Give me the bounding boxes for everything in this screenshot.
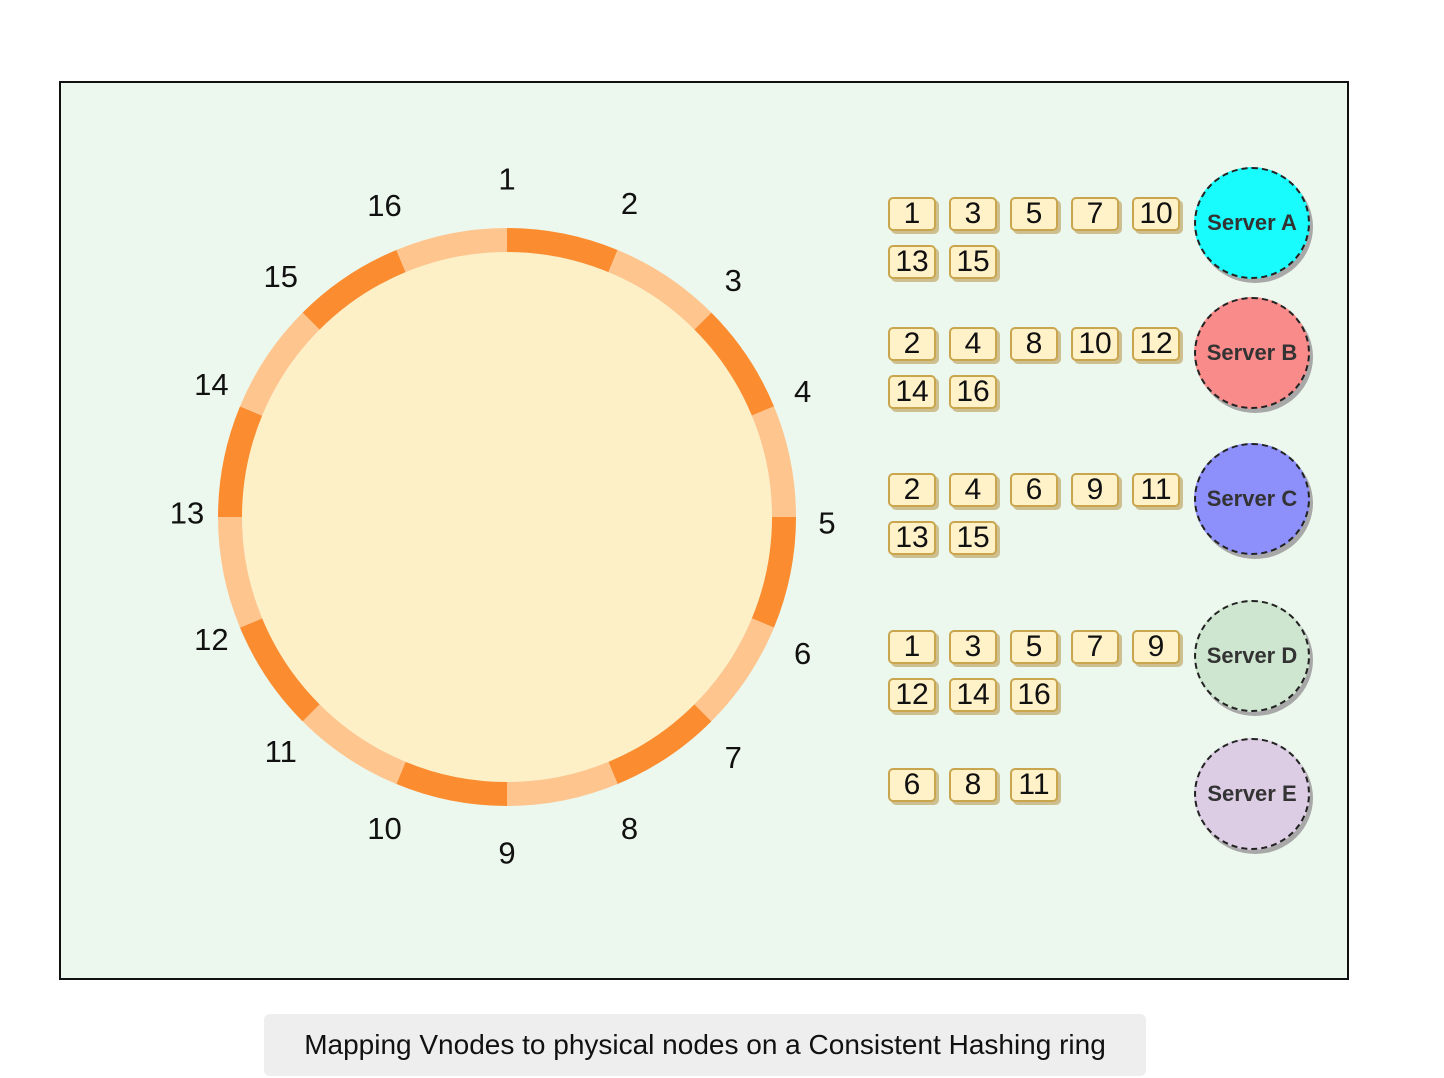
server-node-a: Server A — [1194, 167, 1310, 279]
ring-segment-4 — [751, 406, 797, 517]
server-node-b: Server B — [1194, 297, 1310, 409]
vnode-chip: 9 — [1071, 473, 1119, 507]
vnode-chip: 9 — [1132, 630, 1180, 664]
vnode-chip: 10 — [1071, 327, 1119, 361]
vnode-chip: 7 — [1071, 197, 1119, 231]
vnode-chip: 5 — [1010, 197, 1058, 231]
ring-segment-1 — [507, 228, 618, 273]
vnode-chip: 3 — [949, 630, 997, 664]
vnode-chip: 8 — [949, 768, 997, 802]
vnode-chip: 13 — [888, 521, 936, 555]
vnode-chip: 11 — [1010, 768, 1058, 802]
ring-label-11: 11 — [265, 734, 297, 769]
ring-label-3: 3 — [725, 263, 742, 298]
ring-label-5: 5 — [818, 506, 835, 541]
server-node-d: Server D — [1194, 600, 1310, 712]
vnode-chip: 14 — [949, 678, 997, 712]
ring-segment-6 — [694, 618, 775, 722]
server-node-c: Server C — [1194, 443, 1310, 555]
ring-interior — [242, 252, 772, 782]
vnode-chip: 4 — [949, 473, 997, 507]
ring-label-7: 7 — [725, 740, 742, 775]
vnode-chip: 15 — [949, 245, 997, 279]
vnode-chip: 12 — [888, 678, 936, 712]
vnode-chip: 14 — [888, 375, 936, 409]
ring-segment-12 — [218, 517, 263, 628]
vnode-chip: 12 — [1132, 327, 1180, 361]
ring-label-10: 10 — [367, 811, 401, 846]
vnode-chip: 15 — [949, 521, 997, 555]
ring-segment-8 — [507, 761, 618, 806]
ring-segment-5 — [751, 517, 796, 628]
vnode-chip: 6 — [888, 768, 936, 802]
ring-segment-13 — [218, 406, 263, 517]
vnode-chip: 2 — [888, 327, 936, 361]
vnode-chip: 5 — [1010, 630, 1058, 664]
vnode-chip: 10 — [1132, 197, 1180, 231]
ring-segment-14 — [239, 312, 320, 416]
vnode-chip: 13 — [888, 245, 936, 279]
diagram-caption: Mapping Vnodes to physical nodes on a Co… — [264, 1014, 1146, 1076]
ring-segment-7 — [608, 704, 712, 785]
ring-segment-11 — [239, 618, 320, 722]
ring-label-13: 13 — [170, 496, 204, 531]
vnode-chip: 3 — [949, 197, 997, 231]
ring-segment-3 — [694, 312, 775, 416]
ring-label-14: 14 — [194, 367, 228, 402]
ring-segment-15 — [302, 249, 406, 330]
ring-label-16: 16 — [367, 188, 401, 223]
vnode-chip: 8 — [1010, 327, 1058, 361]
ring-label-15: 15 — [263, 259, 297, 294]
ring-label-8: 8 — [621, 811, 638, 846]
ring-label-4: 4 — [794, 374, 811, 409]
ring-segment-2 — [608, 249, 712, 330]
vnode-chip: 7 — [1071, 630, 1119, 664]
server-node-e: Server E — [1194, 738, 1310, 850]
vnode-chip: 16 — [949, 375, 997, 409]
vnode-chip: 2 — [888, 473, 936, 507]
vnode-chip: 1 — [888, 630, 936, 664]
ring-segment-16 — [396, 228, 507, 273]
vnode-chip: 1 — [888, 197, 936, 231]
vnode-chip: 16 — [1010, 678, 1058, 712]
ring-label-12: 12 — [194, 622, 228, 657]
ring-segment-10 — [302, 704, 406, 785]
ring-label-1: 1 — [498, 162, 515, 197]
vnode-chip: 6 — [1010, 473, 1058, 507]
ring-segments — [218, 228, 797, 806]
ring-segment-9 — [396, 761, 507, 806]
ring-label-6: 6 — [794, 636, 811, 671]
vnode-chip: 11 — [1132, 473, 1180, 507]
ring-label-2: 2 — [621, 186, 638, 221]
ring-label-9: 9 — [498, 836, 515, 871]
vnode-chip: 4 — [949, 327, 997, 361]
